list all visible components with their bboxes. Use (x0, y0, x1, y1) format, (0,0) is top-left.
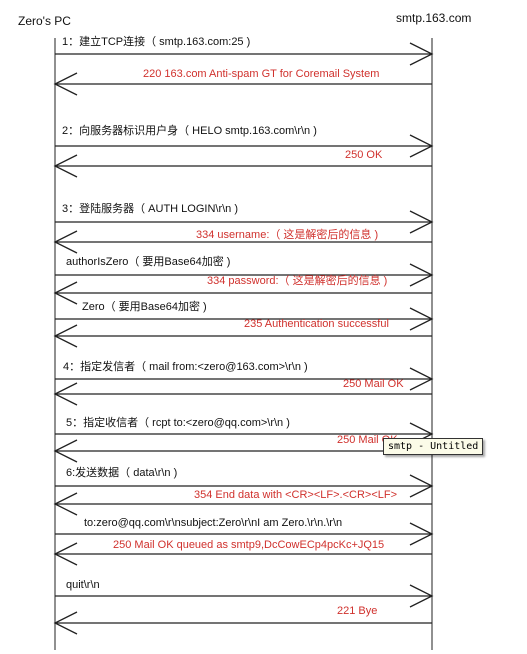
arrow-head-18 (53, 542, 78, 566)
message-arrows (53, 42, 434, 635)
msg-12-250-mail-ok: 250 Mail OK (343, 378, 404, 390)
msg-7-username: authorIsZero（ 要用Base64加密 ) (66, 256, 231, 268)
msg-5-auth-login: 3：登陆服务器（ AUTH LOGIN\r\n ) (62, 203, 239, 215)
arrow-head-3 (409, 134, 434, 158)
msg-8-334-password: 334 password:（ 这是解密后的信息 ) (207, 275, 388, 287)
msg-6-334-username: 334 username:（ 这是解密后的信息 ) (196, 229, 379, 241)
arrow-head-14 (53, 439, 78, 463)
arrow-head-12 (53, 382, 78, 406)
msg-13-rcpt-to: 5：指定收信者（ rcpt to:<zero@qq.com>\r\n ) (66, 417, 290, 429)
msg-18-queued: 250 Mail OK queued as smtp9,DcCowECp4pcK… (113, 539, 385, 551)
arrow-head-1 (409, 42, 434, 66)
msg-11-mail-from: 4：指定发信者（ mail from:<zero@163.com>\r\n ) (63, 361, 308, 373)
msg-1-tcp-connect: 1：建立TCP连接（ smtp.163.com:25 ) (62, 36, 251, 48)
msg-20-221-bye: 221 Bye (337, 605, 378, 617)
msg-4-250-ok: 250 OK (345, 149, 383, 161)
msg-16-354-end-data: 354 End data with <CR><LF>.<CR><LF> (194, 489, 398, 501)
arrow-head-9 (409, 307, 434, 331)
arrow-head-7 (409, 263, 434, 287)
arrow-head-16 (53, 492, 78, 516)
arrow-head-19 (409, 584, 434, 608)
tooltip: smtp - Untitled (383, 438, 484, 455)
arrow-head-5 (409, 210, 434, 234)
msg-9-password: Zero（ 要用Base64加密 ) (82, 301, 207, 313)
arrow-head-20 (53, 611, 78, 635)
arrow-head-6 (53, 230, 78, 254)
msg-3-helo: 2：向服务器标识用户身（ HELO smtp.163.com\r\n ) (62, 125, 317, 137)
arrow-head-11 (409, 367, 434, 391)
msg-19-quit: quit\r\n (66, 579, 100, 591)
msg-2-greeting: 220 163.com Anti-spam GT for Coremail Sy… (143, 68, 380, 80)
arrow-head-4 (53, 154, 78, 178)
arrow-head-8 (53, 281, 78, 305)
msg-15-data: 6:发送数据（ data\r\n ) (66, 467, 178, 479)
actor-smtp-server: smtp.163.com (396, 11, 472, 25)
msg-14-250-mail-ok: 250 Mail OK (337, 434, 398, 446)
arrow-head-10 (53, 324, 78, 348)
arrow-head-17 (409, 522, 434, 546)
arrow-head-2 (53, 72, 78, 96)
actor-zeros-pc: Zero's PC (18, 14, 71, 28)
msg-10-auth-success: 235 Authentication successful (244, 318, 389, 330)
msg-17-message-body: to:zero@qq.com\r\nsubject:Zero\r\nI am Z… (84, 517, 343, 529)
arrow-head-15 (409, 474, 434, 498)
